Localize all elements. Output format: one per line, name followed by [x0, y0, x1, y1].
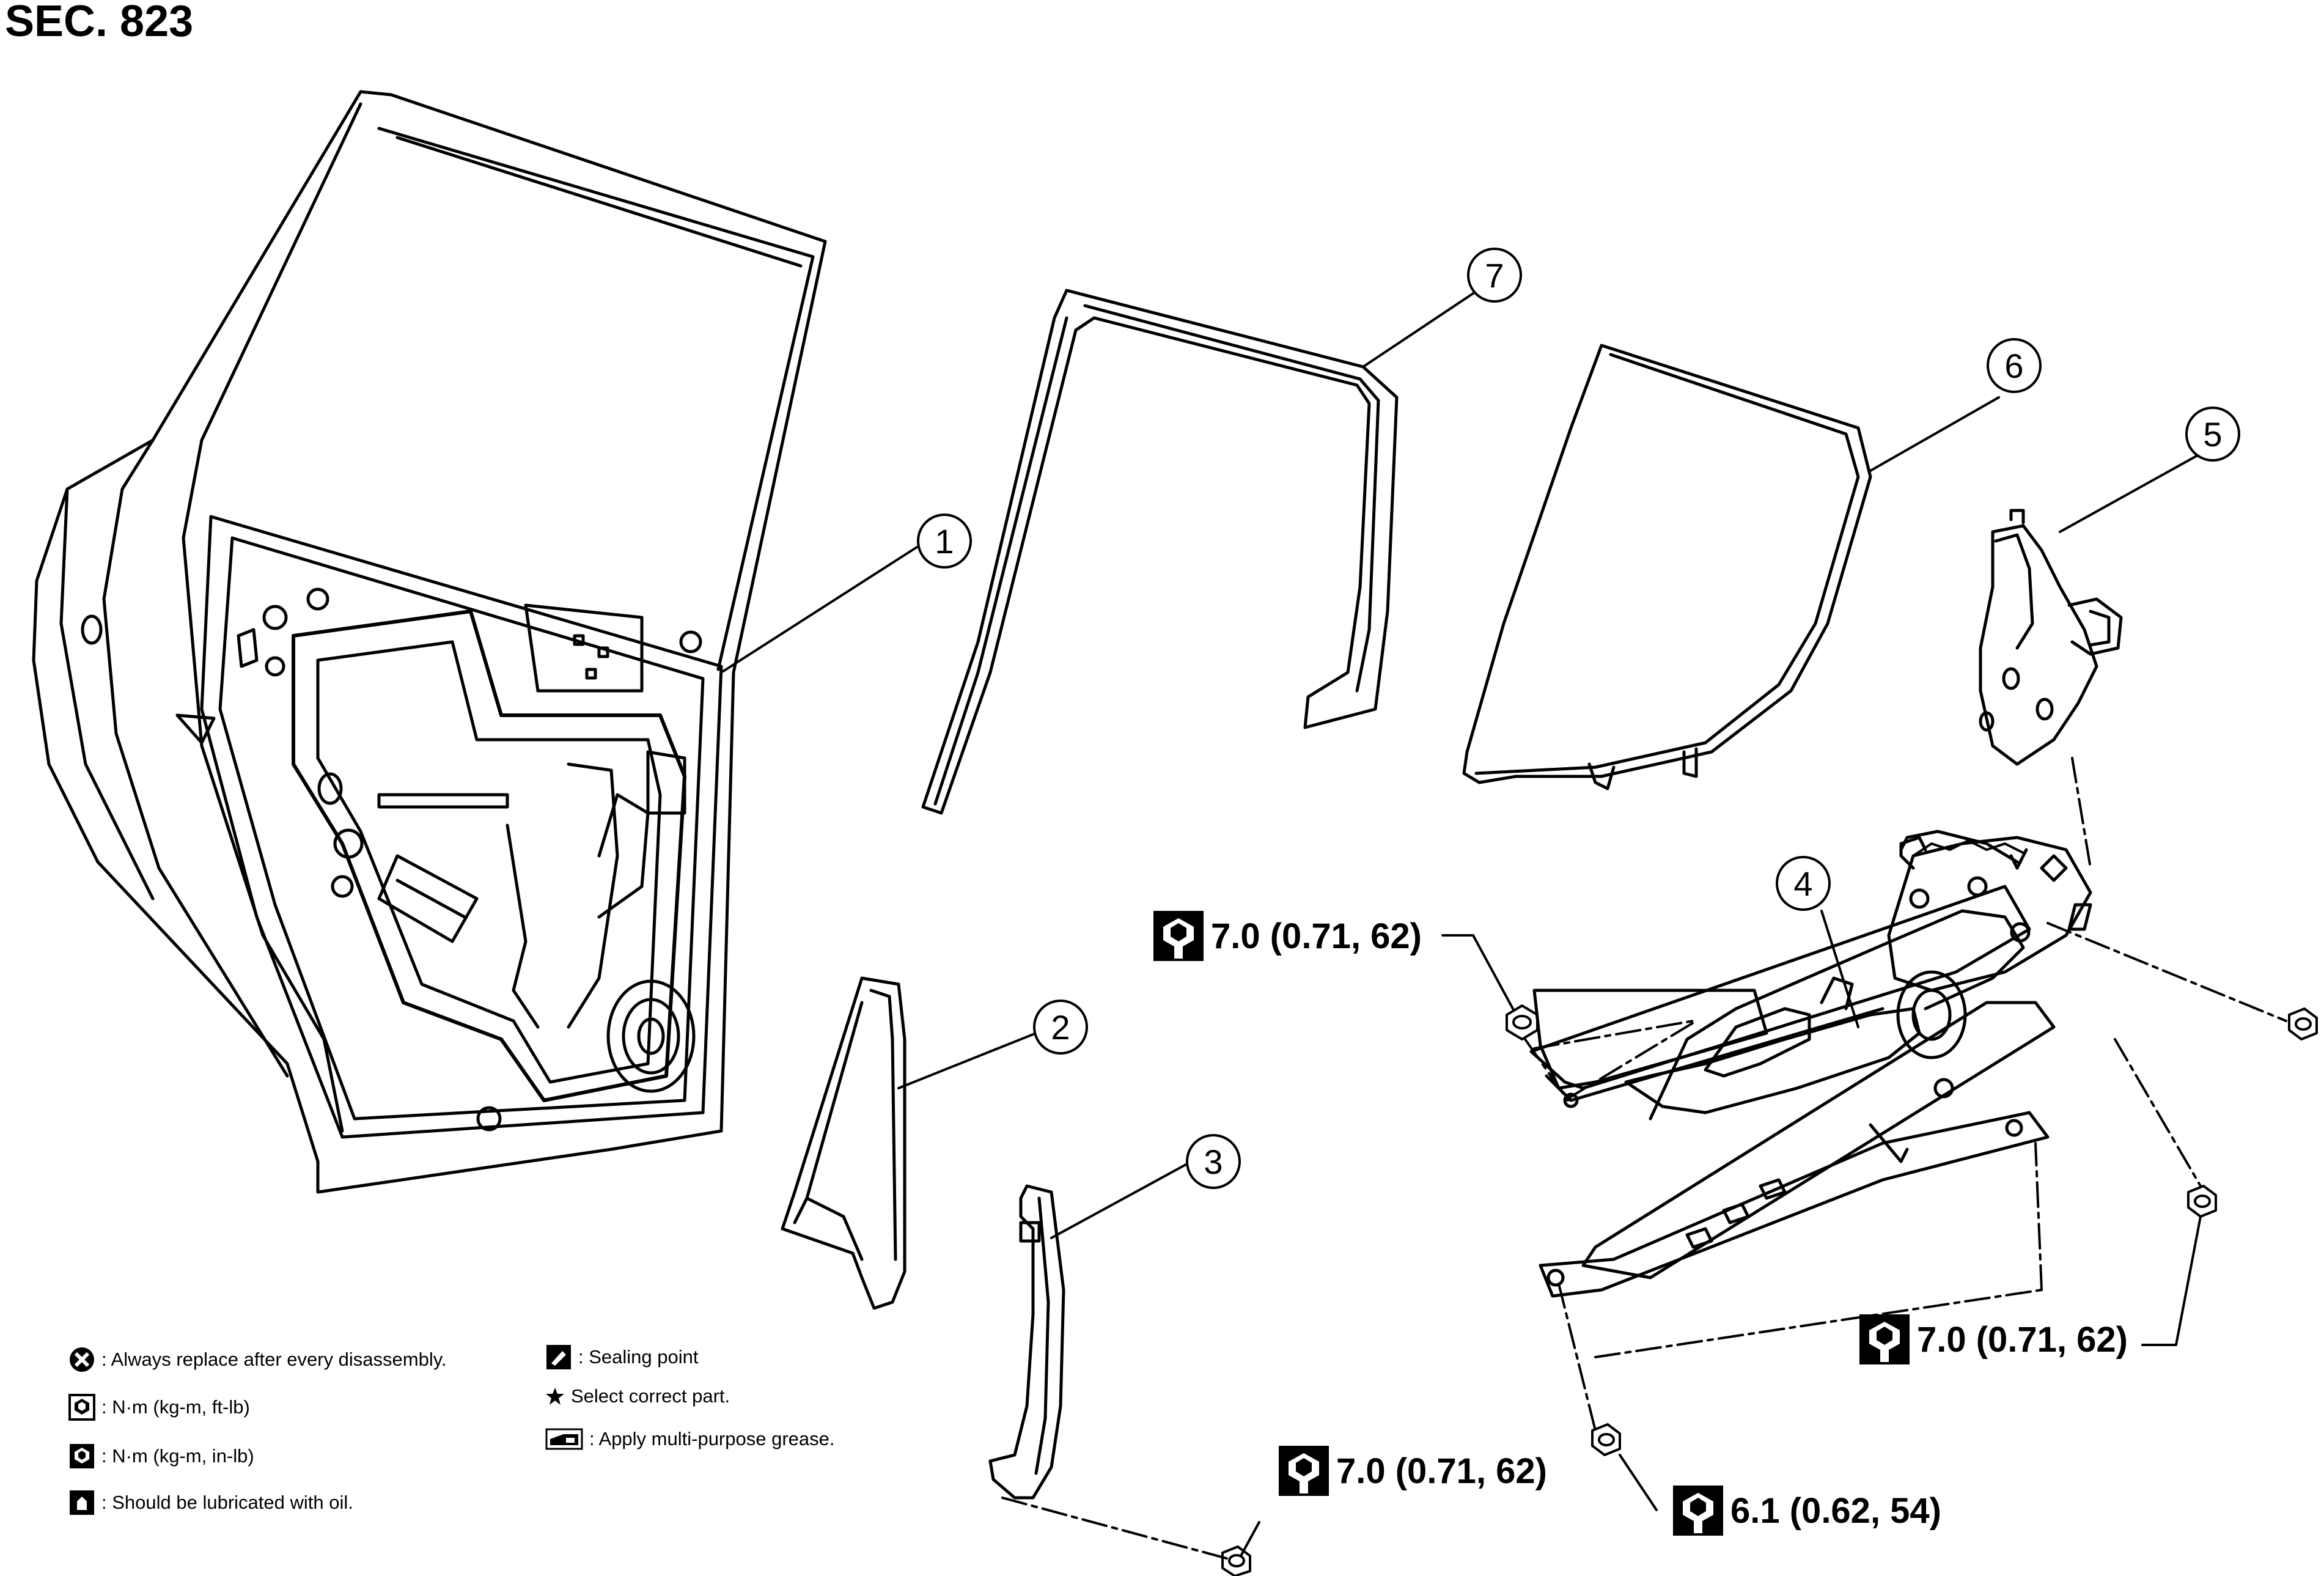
sealing-point-icon: [546, 1345, 571, 1369]
lower-sash-channel: [988, 1184, 1065, 1500]
assembly-lines: [1001, 757, 2287, 1560]
svg-text:6: 6: [2004, 347, 2023, 385]
torque-wrench-icon: [1859, 1314, 1910, 1364]
legend-grease: : Apply multi-purpose grease.: [545, 1428, 835, 1450]
legend-sealing-text: : Sealing point: [578, 1346, 699, 1368]
bolt-icon: [2288, 1007, 2318, 1040]
legend-nm-ftlb: : N·m (kg-m, ft-lb): [68, 1394, 250, 1421]
regulator-motor: [1979, 509, 2123, 766]
legend-nm-ftlb-text: : N·m (kg-m, ft-lb): [101, 1396, 250, 1418]
svg-text:4: 4: [1793, 864, 1812, 903]
legend-lubricate-text: : Should be lubricated with oil.: [101, 1492, 353, 1513]
grease-icon: [545, 1428, 583, 1450]
callout-7: 7: [1467, 248, 1522, 303]
callout-4: 4: [1776, 856, 1831, 911]
svg-text:1: 1: [935, 522, 954, 561]
leader-lines: [720, 292, 2202, 1557]
bolt-icon: [1506, 1004, 1539, 1040]
window-regulator: [1529, 830, 2092, 1298]
torque-inlb-icon: [70, 1444, 94, 1468]
bolt-icon: [2187, 1185, 2217, 1218]
svg-text:3: 3: [1204, 1143, 1223, 1181]
svg-text:5: 5: [2203, 415, 2222, 454]
legend-replace: : Always replace after every disassembly…: [68, 1346, 447, 1373]
torque-spec-lower-left: 7.0 (0.71, 62): [1278, 1445, 1547, 1497]
callout-5: 5: [2185, 407, 2240, 462]
torque-wrench-icon: [1673, 1486, 1723, 1536]
callout-3: 3: [1186, 1134, 1241, 1189]
svg-text:7: 7: [1485, 256, 1504, 295]
torque-wrench-icon: [1153, 911, 1204, 961]
bolt-icon: [1591, 1423, 1621, 1456]
front-sash: [781, 976, 906, 1310]
torque-value: 7.0 (0.71, 62): [1917, 1319, 2128, 1360]
section-title: SEC. 823: [5, 0, 194, 46]
legend-lubricate: : Should be lubricated with oil.: [68, 1489, 353, 1516]
oil-can-icon: [70, 1490, 94, 1515]
star-icon: [546, 1388, 564, 1405]
callout-2: 2: [1033, 1000, 1088, 1055]
legend-select-text: Select correct part.: [571, 1385, 730, 1407]
svg-text:2: 2: [1051, 1008, 1070, 1047]
legend-replace-text: : Always replace after every disassembly…: [101, 1349, 447, 1370]
torque-wrench-icon: [1279, 1446, 1329, 1496]
bolt-icon: [1221, 1545, 1251, 1576]
torque-ftlb-icon: [68, 1394, 95, 1421]
callout-1: 1: [917, 514, 972, 569]
callouts: 1 2 3 4 5 6 7: [917, 248, 2240, 1189]
torque-spec-right: 7.0 (0.71, 62): [1858, 1313, 2128, 1366]
door-glass: [1462, 344, 1872, 790]
torque-value: 7.0 (0.71, 62): [1211, 916, 1422, 956]
legend-grease-text: : Apply multi-purpose grease.: [589, 1428, 835, 1449]
legend-sealing: : Sealing point: [545, 1344, 698, 1371]
legend-nm-inlb: : N·m (kg-m, in-lb): [68, 1443, 254, 1470]
torque-spec-upper: 7.0 (0.71, 62): [1152, 910, 1422, 962]
torque-spec-bottom: 6.1 (0.62, 54): [1672, 1484, 1941, 1537]
torque-value: 7.0 (0.71, 62): [1336, 1451, 1547, 1491]
callout-6: 6: [1987, 338, 2042, 393]
bolts: [1221, 1004, 2318, 1576]
legend-select: Select correct part.: [545, 1385, 730, 1407]
glass-run-weatherstrip: [921, 289, 1399, 815]
torque-value: 6.1 (0.62, 54): [1730, 1490, 1941, 1531]
replace-x-icon: [70, 1347, 94, 1372]
legend-nm-inlb-text: : N·m (kg-m, in-lb): [101, 1445, 254, 1467]
door-panel: [32, 90, 827, 1194]
